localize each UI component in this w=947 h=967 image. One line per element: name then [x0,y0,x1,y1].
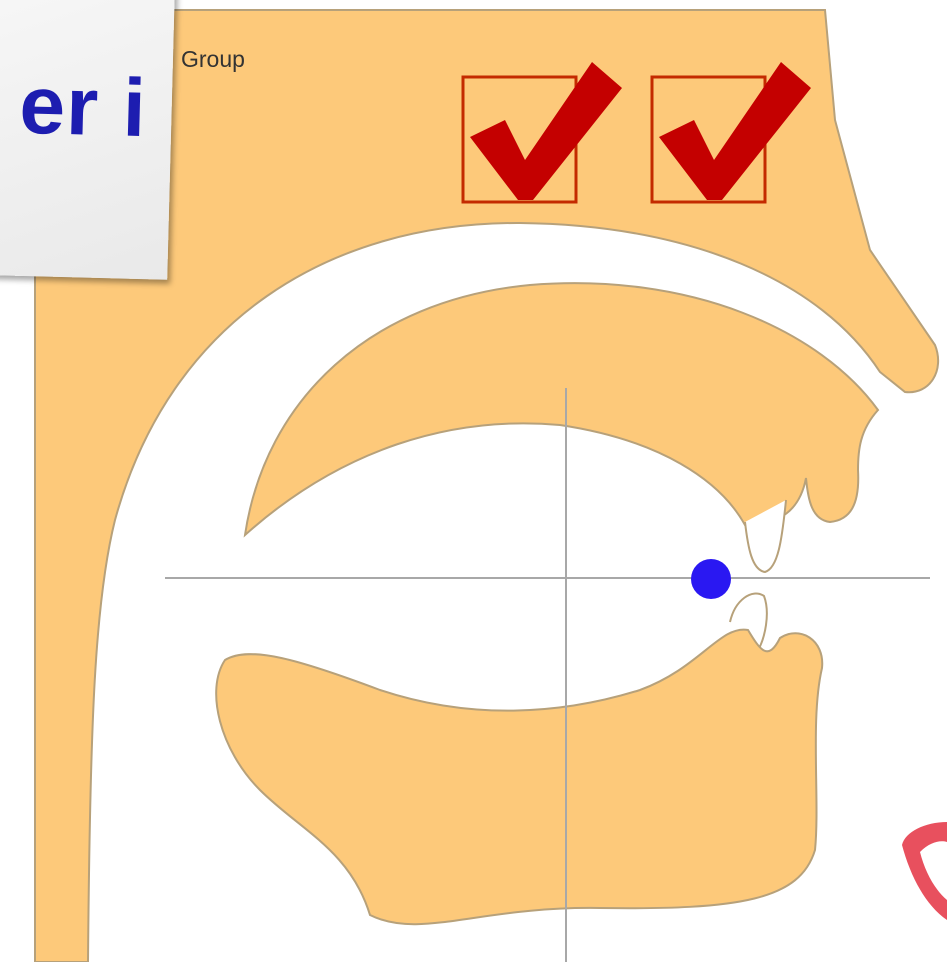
group-label: Group [181,46,245,73]
upper-jaw [245,283,878,535]
lower-jaw [216,630,822,925]
tongue-position-dot[interactable] [691,559,731,599]
lips-icon [902,822,947,920]
title-text: er i [0,58,148,156]
title-card: er i [0,0,175,280]
